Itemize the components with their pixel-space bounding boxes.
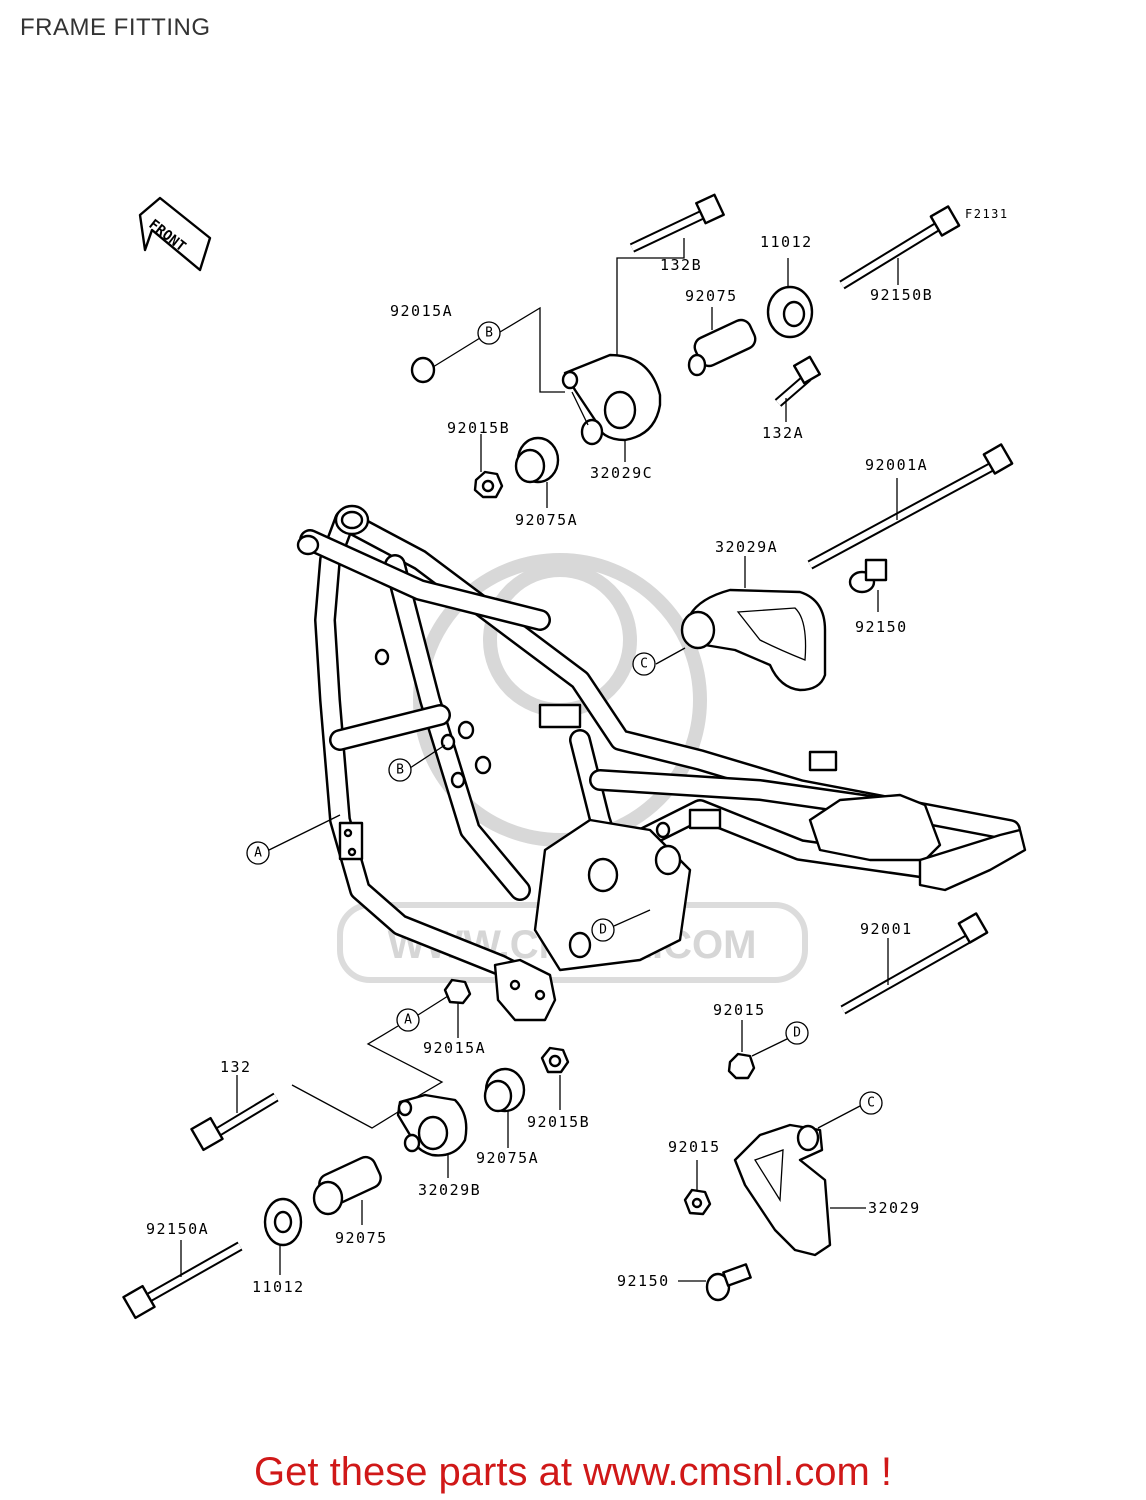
label-92015a-top: 92015A <box>390 302 453 320</box>
svg-text:A: A <box>254 846 262 861</box>
callout-c-bot: C <box>859 1091 883 1115</box>
label-11012-bot: 11012 <box>252 1278 305 1296</box>
label-92150-bot: 92150 <box>617 1272 670 1290</box>
label-132a: 132A <box>762 424 804 442</box>
callout-a-frame: A <box>246 814 341 865</box>
svg-text:D: D <box>793 1026 801 1041</box>
svg-text:C: C <box>867 1096 875 1111</box>
footer-link[interactable]: Get these parts at www.cmsnl.com ! <box>254 1450 892 1494</box>
bushing-92075a-top <box>514 436 560 484</box>
bolt-92150-bot <box>705 1263 752 1302</box>
bushing-92075a-bot <box>483 1067 526 1113</box>
label-92075-top: 92075 <box>685 287 738 305</box>
label-92001: 92001 <box>860 920 913 938</box>
nut-92015-bot <box>683 1188 712 1216</box>
nut-92015-mid <box>727 1052 756 1080</box>
bolt-92001a <box>807 443 1014 570</box>
svg-text:B: B <box>396 763 404 778</box>
nut-92015b-bot <box>540 1046 570 1074</box>
bushing-92075-top <box>687 318 757 377</box>
motorcycle-frame <box>296 504 1027 1022</box>
bolt-132 <box>190 1092 279 1152</box>
bolt-92150-top <box>848 558 888 594</box>
nut-92015b-top <box>473 470 504 499</box>
label-92015b-bot: 92015B <box>527 1113 590 1131</box>
label-132b: 132B <box>660 256 702 274</box>
nut-92015a-top <box>410 356 436 384</box>
page-title: FRAME FITTING <box>20 14 211 41</box>
bolt-92150a <box>122 1241 243 1320</box>
label-92075a-bot: 92075A <box>476 1149 539 1167</box>
bushing-92075-bot <box>312 1155 382 1216</box>
svg-text:C: C <box>640 657 648 672</box>
label-92015b-top: 92015B <box>447 419 510 437</box>
callout-b-top: B <box>477 321 501 345</box>
front-arrow-icon: FRONT <box>138 196 212 272</box>
label-92015a-bot: 92015A <box>423 1039 486 1057</box>
label-32029: 32029 <box>868 1199 921 1217</box>
bracket-32029b <box>396 1093 468 1157</box>
bracket-32029 <box>733 1123 832 1257</box>
label-92075a-top: 92075A <box>515 511 578 529</box>
callout-c-top: C <box>632 652 656 676</box>
figure-code: F2131 <box>965 207 1009 221</box>
bolt-92150b <box>839 205 961 290</box>
label-92150-top: 92150 <box>855 618 908 636</box>
label-92001a: 92001A <box>865 456 928 474</box>
label-11012-top: 11012 <box>760 233 813 251</box>
bolt-132a <box>774 355 821 407</box>
callout-b-frame: B <box>388 744 446 782</box>
label-32029b: 32029B <box>418 1181 481 1199</box>
bracket-32029a <box>680 588 827 692</box>
label-92075-bot: 92075 <box>335 1229 388 1247</box>
svg-text:A: A <box>404 1013 412 1028</box>
label-132: 132 <box>220 1058 252 1076</box>
washer-11012-bot <box>263 1197 303 1247</box>
bolt-92001 <box>840 912 989 1015</box>
callout-d-right: D <box>785 1021 809 1045</box>
label-92015-bot: 92015 <box>668 1138 721 1156</box>
label-32029c: 32029C <box>590 464 653 482</box>
svg-text:B: B <box>485 326 493 341</box>
callout-a-bot: A <box>396 1008 420 1032</box>
label-92015-mid: 92015 <box>713 1001 766 1019</box>
washer-11012-top <box>766 285 814 339</box>
svg-text:D: D <box>599 923 607 938</box>
label-92150a: 92150A <box>146 1220 209 1238</box>
label-32029a: 32029A <box>715 538 778 556</box>
frame-fitting-diagram: WWW.CMSNL.COM F2131 FRONT 132B 11012 921… <box>122 193 1027 1320</box>
label-92150b: 92150B <box>870 286 933 304</box>
bracket-32029c <box>561 353 662 446</box>
bolt-132b <box>629 193 725 253</box>
nut-92015a-bot <box>443 978 472 1005</box>
callout-d-frame: D <box>591 909 651 942</box>
